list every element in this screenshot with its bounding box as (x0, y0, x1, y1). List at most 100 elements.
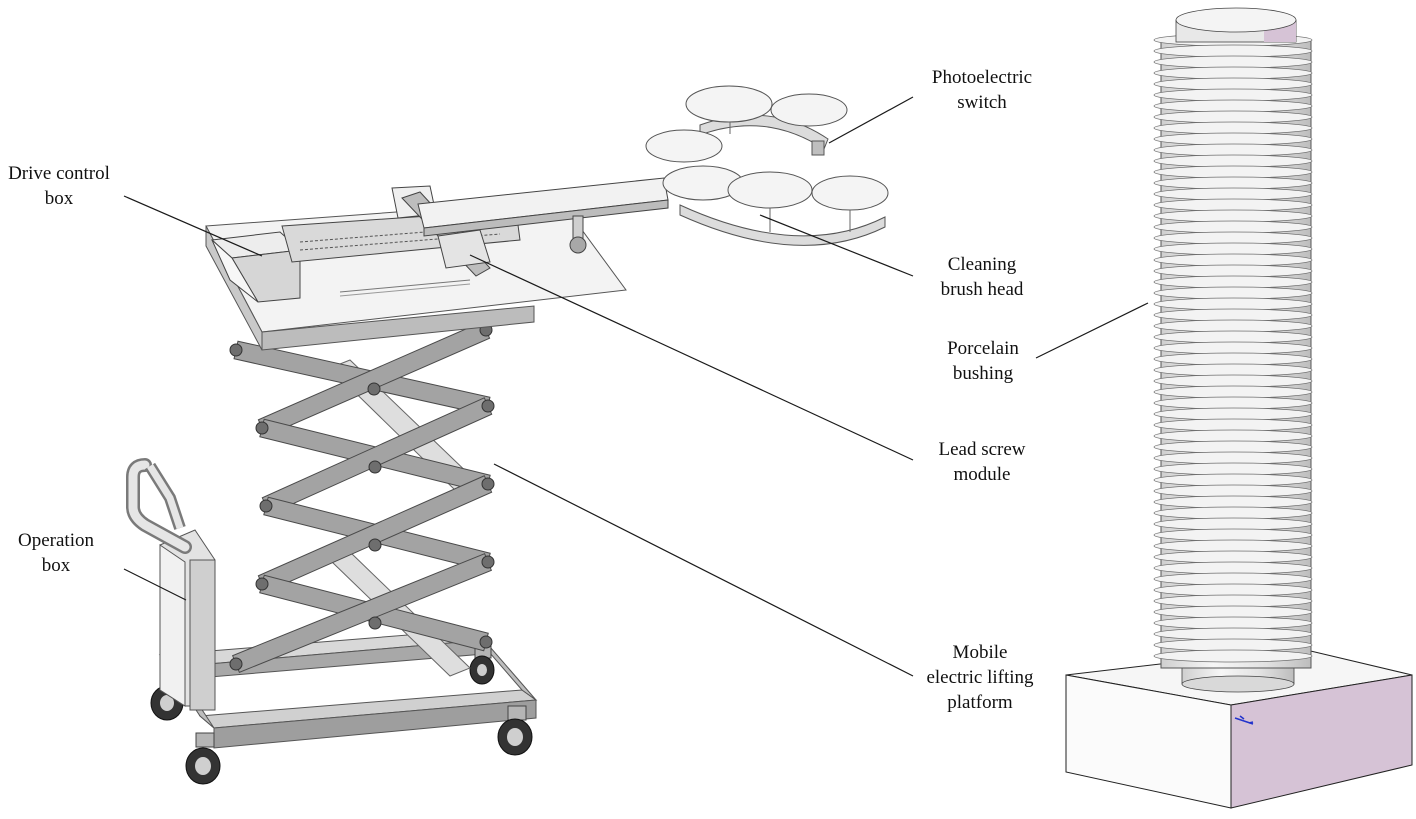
label-line: module (953, 464, 1011, 485)
scissor-pivot (479, 635, 493, 649)
bushing-shed (1153, 396, 1313, 410)
label-mobile-electric-lifting-platform: Mobile electric lifting platform (910, 640, 1050, 715)
label-line: brush head (940, 279, 1024, 300)
scissor-pivot (368, 616, 382, 630)
scissor-pivot (368, 460, 382, 474)
bushing-shed (1153, 572, 1313, 586)
cleaning-brush-head (645, 85, 889, 246)
bushing-shed (1153, 605, 1313, 619)
bushing-shed (1153, 462, 1313, 476)
bushing-shed (1153, 506, 1313, 520)
bushing-shed (1153, 429, 1313, 443)
bushing-shed (1153, 517, 1313, 531)
scissor-pivot (481, 555, 495, 569)
bushing-shed (1153, 55, 1313, 69)
bushing-shed (1153, 330, 1313, 344)
scissor-pivot (255, 421, 269, 435)
bushing-shed (1153, 539, 1313, 553)
mobile-electric-lifting-platform (126, 85, 889, 785)
bushing-shed (1153, 77, 1313, 91)
bushing-shed (1153, 319, 1313, 333)
caster-wheel-front-left (185, 732, 221, 785)
label-line: electric lifting (926, 667, 1034, 688)
leader-porcelain-bushing (1035, 302, 1149, 359)
label-line: Operation (18, 530, 94, 551)
bushing-base (1065, 647, 1413, 809)
porcelain-bushing (1065, 7, 1413, 809)
bushing-shed (1153, 209, 1313, 223)
label-line: Drive control (8, 163, 110, 184)
bushing-shed (1153, 110, 1313, 124)
bushing-shed (1153, 275, 1313, 289)
drive-control-box (210, 231, 302, 303)
label-line: box (44, 188, 74, 209)
label-photoelectric-switch: Photoelectric switch (918, 65, 1046, 115)
label-line: switch (957, 92, 1007, 113)
scissor-pivot (481, 477, 495, 491)
bushing-shed (1153, 297, 1313, 311)
bushing-shed (1153, 418, 1313, 432)
bushing-shed (1153, 594, 1313, 608)
scissor-pivot (229, 657, 243, 671)
leader-photoelectric-switch (828, 96, 914, 144)
label-cleaning-brush-head: Cleaning brush head (920, 252, 1044, 302)
bushing-shed (1153, 132, 1313, 146)
label-line: Photoelectric (931, 67, 1033, 88)
label-operation-box: Operation box (6, 528, 106, 578)
label-lead-screw-module: Lead screw module (918, 437, 1046, 487)
bushing-shed (1153, 198, 1313, 212)
bushing-shed (1153, 308, 1313, 322)
scissor-pivot (481, 399, 495, 413)
bushing-shed (1153, 583, 1313, 597)
bushing-shed (1153, 385, 1313, 399)
bushing-shed (1153, 176, 1313, 190)
bushing-shed (1153, 264, 1313, 278)
bushing-shed (1153, 363, 1313, 377)
scissor-pivot (367, 382, 381, 396)
caster-wheel-front-right (497, 705, 533, 756)
bushing-shed (1153, 44, 1313, 58)
bushing-shed (1153, 154, 1313, 168)
leader-lead-screw-module (469, 254, 914, 461)
scissor-arms (229, 321, 495, 673)
leader-mobile-lifting-platform (493, 463, 914, 677)
bushing-shed (1153, 550, 1313, 564)
bushing-shed (1153, 627, 1313, 641)
scissor-pivot (368, 538, 382, 552)
label-drive-control-box: Drive control box (0, 161, 118, 211)
bushing-shed (1153, 242, 1313, 256)
bushing-shed (1153, 187, 1313, 201)
scissor-pivot (255, 577, 269, 591)
leader-drive-control-box (123, 195, 263, 257)
operation-box (126, 458, 216, 711)
bushing-shed (1153, 561, 1313, 575)
leader-operation-box (123, 568, 187, 601)
bushing-shed (1153, 484, 1313, 498)
bushing-shed (1153, 649, 1313, 663)
bushing-shed (1153, 121, 1313, 135)
label-line: bushing (952, 363, 1014, 384)
bushing-shed (1153, 253, 1313, 267)
bushing-shed (1153, 88, 1313, 102)
bushing-shed (1153, 374, 1313, 388)
bushing-shed (1153, 220, 1313, 234)
bushing-sheds (1153, 33, 1313, 663)
leader-cleaning-brush-head (759, 214, 914, 277)
bushing-shed (1153, 451, 1313, 465)
bushing-shed (1153, 66, 1313, 80)
bushing-shed (1153, 440, 1313, 454)
bushing-shed (1153, 407, 1313, 421)
bushing-shed (1153, 99, 1313, 113)
bushing-shed (1153, 473, 1313, 487)
bushing-shed (1153, 341, 1313, 355)
label-line: box (41, 555, 71, 576)
bushing-shed (1153, 638, 1313, 652)
label-porcelain-bushing: Porcelain bushing (925, 336, 1041, 386)
extension-arm (417, 177, 669, 254)
label-line: Cleaning (947, 254, 1017, 275)
bushing-shed (1153, 352, 1313, 366)
label-line: platform (947, 692, 1013, 713)
bushing-shed (1153, 528, 1313, 542)
bushing-shed (1153, 616, 1313, 630)
